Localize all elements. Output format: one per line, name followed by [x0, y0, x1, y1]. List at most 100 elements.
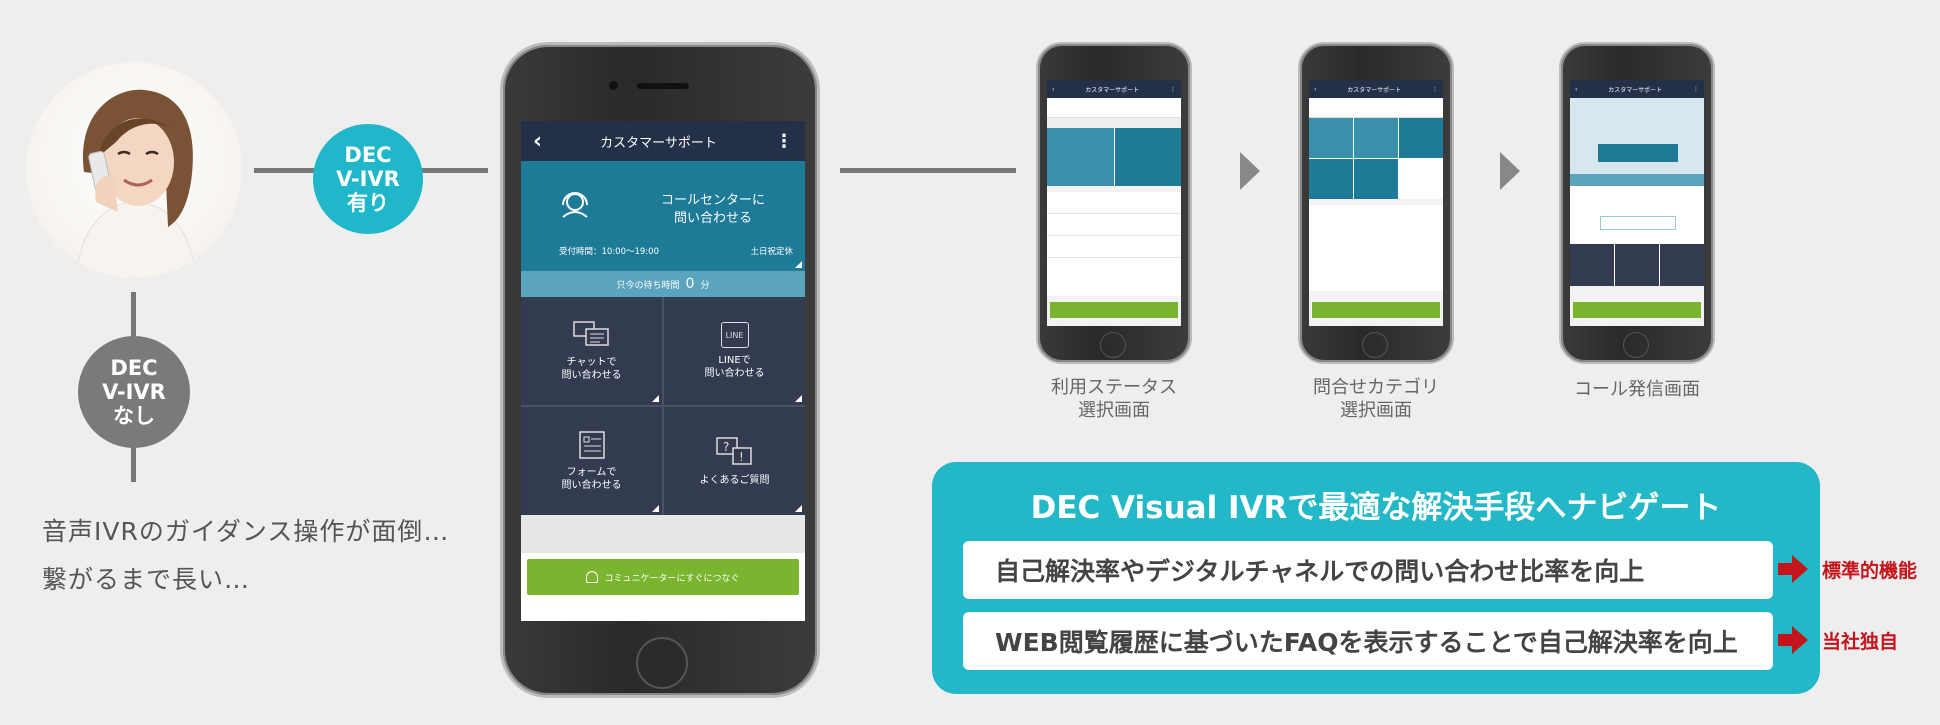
tile-corner-icon: [795, 505, 802, 512]
connect-communicator-button[interactable]: コミュニケーターにすぐにつなぐ: [527, 559, 799, 595]
kebab-menu-icon[interactable]: ⋮: [774, 130, 793, 152]
phone-speaker: [637, 83, 689, 89]
faq-list-item[interactable]: [1047, 214, 1181, 236]
tag-standard: 標準的機能: [1822, 560, 1918, 582]
connector-line-to-badge: [254, 168, 314, 173]
feature-row-unique-text: WEB閲覧履歴に基づいたFAQを表示することで自己解決率を向上: [995, 628, 1738, 657]
kebab-menu-icon[interactable]: ⋮: [1169, 85, 1176, 93]
red-arrow-icon: [1778, 626, 1808, 654]
headset-small-icon: [586, 571, 599, 583]
call-notice-button[interactable]: [1600, 216, 1676, 230]
back-chevron-icon[interactable]: ‹: [533, 128, 543, 154]
call-tile[interactable]: [1660, 244, 1704, 286]
tile-line-l1: LINEで: [718, 355, 751, 366]
hero-title-l1: コールセンターに: [660, 193, 765, 208]
small-phone-category: ‹ カスタマーサポート ⋮: [1298, 42, 1454, 364]
small-home-button[interactable]: [1362, 332, 1388, 358]
woman-photo: [26, 62, 242, 278]
main-spacer: [521, 515, 805, 553]
small-phone-call-screen: ‹ カスタマーサポート ⋮: [1570, 80, 1704, 326]
small-cta-button[interactable]: [1573, 302, 1701, 318]
main-phone: ‹ カスタマーサポート ⋮ コールセンターに 問い合わせる 受付時間：10:00…: [500, 42, 820, 698]
connector-line-phone-to-screens: [840, 168, 1016, 173]
feature-row-standard: 自己解決率やデジタルチャネルでの問い合わせ比率を向上: [963, 541, 1773, 599]
kebab-menu-icon[interactable]: ⋮: [1431, 85, 1438, 93]
faq-panel: [1309, 205, 1443, 291]
wait-strip: [1570, 174, 1704, 186]
corner-mark-icon: [795, 261, 802, 268]
call-tiles: [1570, 244, 1704, 286]
svg-text:!: !: [739, 450, 744, 464]
line-logo-icon: LINE: [720, 322, 749, 348]
tile-form-l1: フォームで: [566, 467, 617, 478]
tile-line-l2: 問い合わせる: [704, 368, 765, 379]
faq-list-item[interactable]: [1047, 258, 1181, 280]
tile-line[interactable]: LINE LINEで問い合わせる: [664, 297, 805, 405]
faq-list-item[interactable]: [1047, 236, 1181, 258]
status-tile-2[interactable]: [1114, 128, 1181, 186]
form-icon: [578, 431, 605, 459]
flow-arrow-2: [1500, 152, 1520, 190]
badge-with-vivr: DEC V-IVR 有り: [313, 124, 423, 234]
status-tiles: [1047, 128, 1181, 186]
category-tile[interactable]: [1354, 159, 1398, 199]
chat-bubbles-icon: [572, 321, 609, 346]
hours-text: 受付時間：10:00〜19:00: [559, 247, 659, 257]
small-header-title: カスタマーサポート: [1608, 86, 1663, 94]
closed-text: 土日祝定休: [750, 247, 793, 257]
badge-with-line1: DEC: [344, 142, 392, 167]
main-header-bar: ‹ カスタマーサポート ⋮: [521, 121, 805, 161]
tile-chat[interactable]: チャットで問い合わせる: [521, 297, 662, 405]
home-button[interactable]: [636, 637, 688, 689]
category-tile[interactable]: [1309, 118, 1353, 158]
caption-category: 問合せカテゴリ 選択画面: [1296, 376, 1456, 423]
feature-row-unique: WEB閲覧履歴に基づいたFAQを表示することで自己解決率を向上: [963, 612, 1773, 670]
badge-without-line1: DEC: [110, 355, 158, 380]
tile-corner-icon: [795, 395, 802, 402]
small-subtitle-row: [1047, 118, 1181, 128]
small-cta-button[interactable]: [1050, 302, 1178, 318]
category-tile[interactable]: [1309, 159, 1353, 199]
caption-status-l2: 選択画面: [1078, 400, 1150, 422]
small-phone-status-screen: ‹カスタマーサポート⋮: [1047, 80, 1181, 326]
caption-status: 利用ステータス 選択画面: [1034, 376, 1194, 423]
tile-chat-l1: チャットで: [566, 357, 617, 368]
faq-list: [1047, 192, 1181, 296]
tile-faq-l1: よくあるご質問: [699, 474, 770, 486]
red-arrow-icon: [1778, 555, 1808, 583]
small-cta-button[interactable]: [1312, 302, 1440, 318]
channel-tiles: チャットで問い合わせる LINE LINEで問い合わせる フォームで問い合わせる…: [521, 297, 805, 515]
small-home-button[interactable]: [1100, 332, 1126, 358]
faq-list-item[interactable]: [1047, 192, 1181, 214]
kebab-menu-icon[interactable]: ⋮: [1692, 85, 1699, 93]
complaint-line-2: 繋がるまで長い…: [42, 565, 251, 594]
badge-without-line2: V-IVR: [102, 379, 166, 404]
back-chevron-icon[interactable]: ‹: [1314, 85, 1317, 93]
tile-form-l2: 問い合わせる: [561, 480, 622, 491]
back-chevron-icon[interactable]: ‹: [1052, 85, 1055, 93]
small-home-button[interactable]: [1623, 332, 1649, 358]
category-tile[interactable]: [1399, 118, 1443, 158]
small-header-title: カスタマーサポート: [1347, 86, 1402, 94]
tile-faq[interactable]: ?! よくあるご質問: [664, 407, 805, 515]
svg-text:?: ?: [723, 440, 729, 454]
call-info-block: [1570, 98, 1704, 174]
call-notice: [1570, 186, 1704, 244]
wait-value: 0: [685, 276, 695, 292]
call-tile[interactable]: [1615, 244, 1659, 286]
wait-unit: 分: [700, 280, 710, 291]
status-tile-1[interactable]: [1047, 128, 1115, 186]
connector-line-badge-to-phone: [420, 168, 488, 173]
hero-title-l2: 問い合わせる: [673, 211, 752, 226]
call-button[interactable]: [1598, 144, 1678, 162]
tile-form[interactable]: フォームで問い合わせる: [521, 407, 662, 515]
call-tile[interactable]: [1570, 244, 1614, 286]
category-tile[interactable]: [1354, 118, 1398, 158]
small-hero-row: [1309, 98, 1443, 118]
flow-arrow-1: [1240, 152, 1260, 190]
back-chevron-icon[interactable]: ‹: [1575, 85, 1578, 93]
call-center-hero[interactable]: コールセンターに 問い合わせる 受付時間：10:00〜19:00 土日祝定休: [521, 161, 805, 271]
small-header-bar: ‹ カスタマーサポート ⋮: [1309, 80, 1443, 98]
feature-panel-title: DEC Visual IVRで最適な解決手段へナビゲート: [1030, 490, 1722, 526]
headset-icon: [562, 192, 588, 218]
